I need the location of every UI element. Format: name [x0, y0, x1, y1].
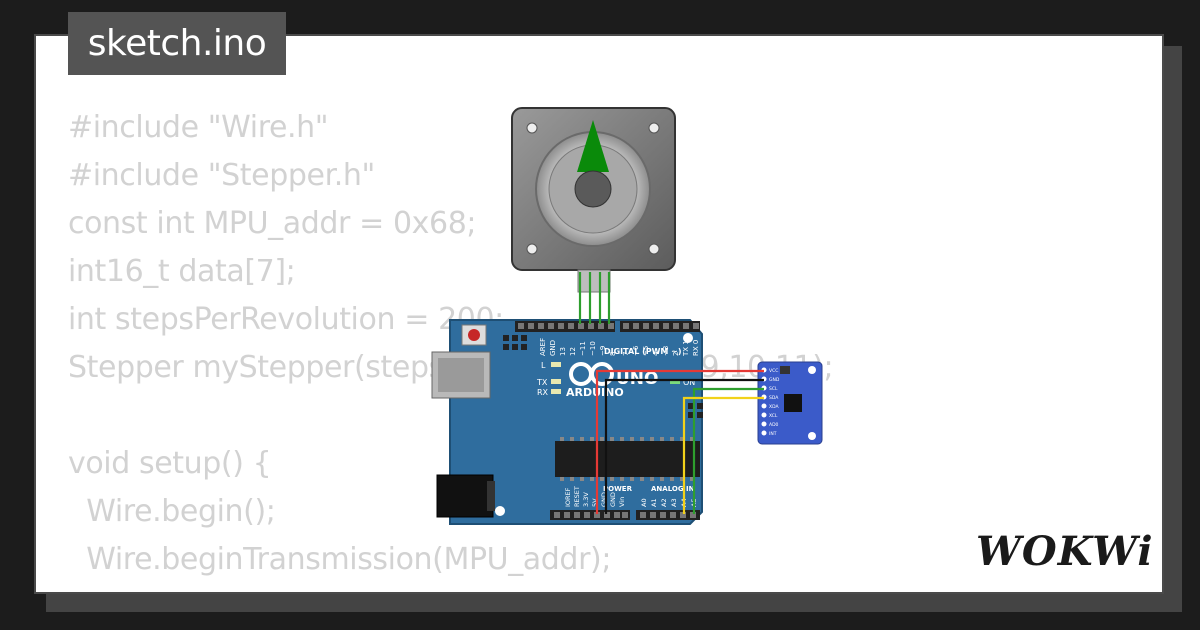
digital-header-label: DIGITAL (PWM ~) — [604, 347, 682, 356]
arduino-logo-icon — [569, 362, 614, 386]
led-tx-label: TX — [536, 378, 548, 387]
sensor-pin-label: GND — [769, 377, 780, 383]
pin-label: RESET — [573, 486, 581, 507]
code-line: Wire.beginTransmission(MPU_addr); — [68, 542, 612, 577]
sketch-title-tab: sketch.ino — [68, 12, 286, 75]
board-brand-label: ARDUINO — [566, 386, 624, 399]
led-rx-label: RX — [537, 388, 549, 397]
pin-label: A2 — [660, 498, 668, 507]
sensor-pin-label: VCC — [769, 368, 778, 374]
sensor-pin-label: SCL — [769, 386, 778, 392]
pin-label: GND — [609, 492, 617, 507]
code-line: void setup() { — [68, 446, 272, 481]
sensor-pin-label: SDA — [769, 395, 779, 401]
code-line: int16_t data[7]; — [68, 254, 296, 289]
pin-label: 7 — [622, 352, 630, 356]
pin-label: Vin — [618, 497, 626, 507]
pin-label: IOREF — [564, 487, 572, 507]
analog-header-label: ANALOG IN — [651, 485, 695, 493]
led-on-label: ON — [683, 378, 695, 387]
pin-label: ~5 — [642, 346, 650, 356]
wokwi-logo: WOKWi — [976, 528, 1154, 575]
led-l-label: L — [541, 361, 546, 370]
mpu6050-sensor[interactable]: VCC GND SCL SDA XDA XCL AD0 INT — [757, 361, 823, 445]
pin-label: 8 — [609, 352, 617, 356]
atmega-chip — [555, 441, 700, 477]
pin-label: 2 — [672, 352, 680, 356]
code-line: #include "Wire.h" — [68, 110, 329, 145]
pin-label: A1 — [650, 498, 658, 507]
pin-label: GND — [600, 492, 608, 507]
pin-label: 12 — [569, 347, 577, 356]
code-line: #include "Stepper.h" — [68, 158, 375, 193]
arduino-uno-board[interactable]: AREF GND 13 12 ~11 ~10 ~9 8 7 ~6 ~5 4 ~3… — [431, 319, 703, 525]
pin-label: 13 — [559, 347, 567, 356]
led-l — [551, 362, 561, 367]
wire-sda[interactable] — [682, 396, 764, 514]
sensor-pin-label: XDA — [769, 404, 779, 410]
led-tx — [551, 379, 561, 384]
sensor-pin-label: AD0 — [769, 422, 779, 428]
pin-label: A0 — [640, 498, 648, 507]
power-jack — [436, 474, 494, 518]
digital-header-right — [620, 321, 700, 332]
pin-label: TX 1 — [682, 340, 690, 357]
stepper-motor[interactable] — [511, 107, 676, 293]
wire-gnd[interactable] — [604, 378, 764, 514]
power-header-label: POWER — [603, 485, 633, 493]
pin-label: A3 — [670, 498, 678, 507]
pin-label: GND — [549, 340, 557, 356]
pin-label: 3.3V — [582, 492, 590, 507]
sensor-chip — [784, 394, 802, 412]
led-on — [670, 379, 680, 384]
analog-header — [636, 510, 700, 520]
pin-label: ~10 — [589, 341, 597, 356]
sensor-pin-label: XCL — [769, 413, 778, 419]
code-line: Wire.write(0x6B); — [68, 584, 833, 592]
reset-button-cap[interactable] — [468, 329, 480, 341]
wires — [578, 272, 764, 514]
pin-label: 4 — [652, 351, 660, 356]
code-line: int stepsPerRevolution = 200; — [68, 302, 504, 337]
pin-label: ~6 — [632, 345, 640, 356]
pin-label: 5V — [591, 498, 599, 507]
pin-label: AREF — [539, 338, 547, 356]
pin-label: RX 0 — [692, 340, 700, 356]
code-line: Wire.begin(); — [68, 494, 276, 529]
code-line: const int MPU_addr = 0x68; — [68, 206, 477, 241]
sensor-pin-label: INT — [769, 431, 777, 437]
motor-needle — [577, 120, 609, 172]
wire-scl[interactable] — [692, 387, 764, 514]
pin-label: ~11 — [579, 341, 587, 356]
pin-label: ~9 — [599, 346, 607, 356]
wire-vcc[interactable] — [595, 369, 764, 514]
led-rx — [551, 389, 561, 394]
pin-label: ~3 — [662, 346, 670, 356]
digital-header-left — [515, 321, 615, 332]
code-preview: #include "Wire.h" #include "Stepper.h" c… — [68, 104, 834, 592]
